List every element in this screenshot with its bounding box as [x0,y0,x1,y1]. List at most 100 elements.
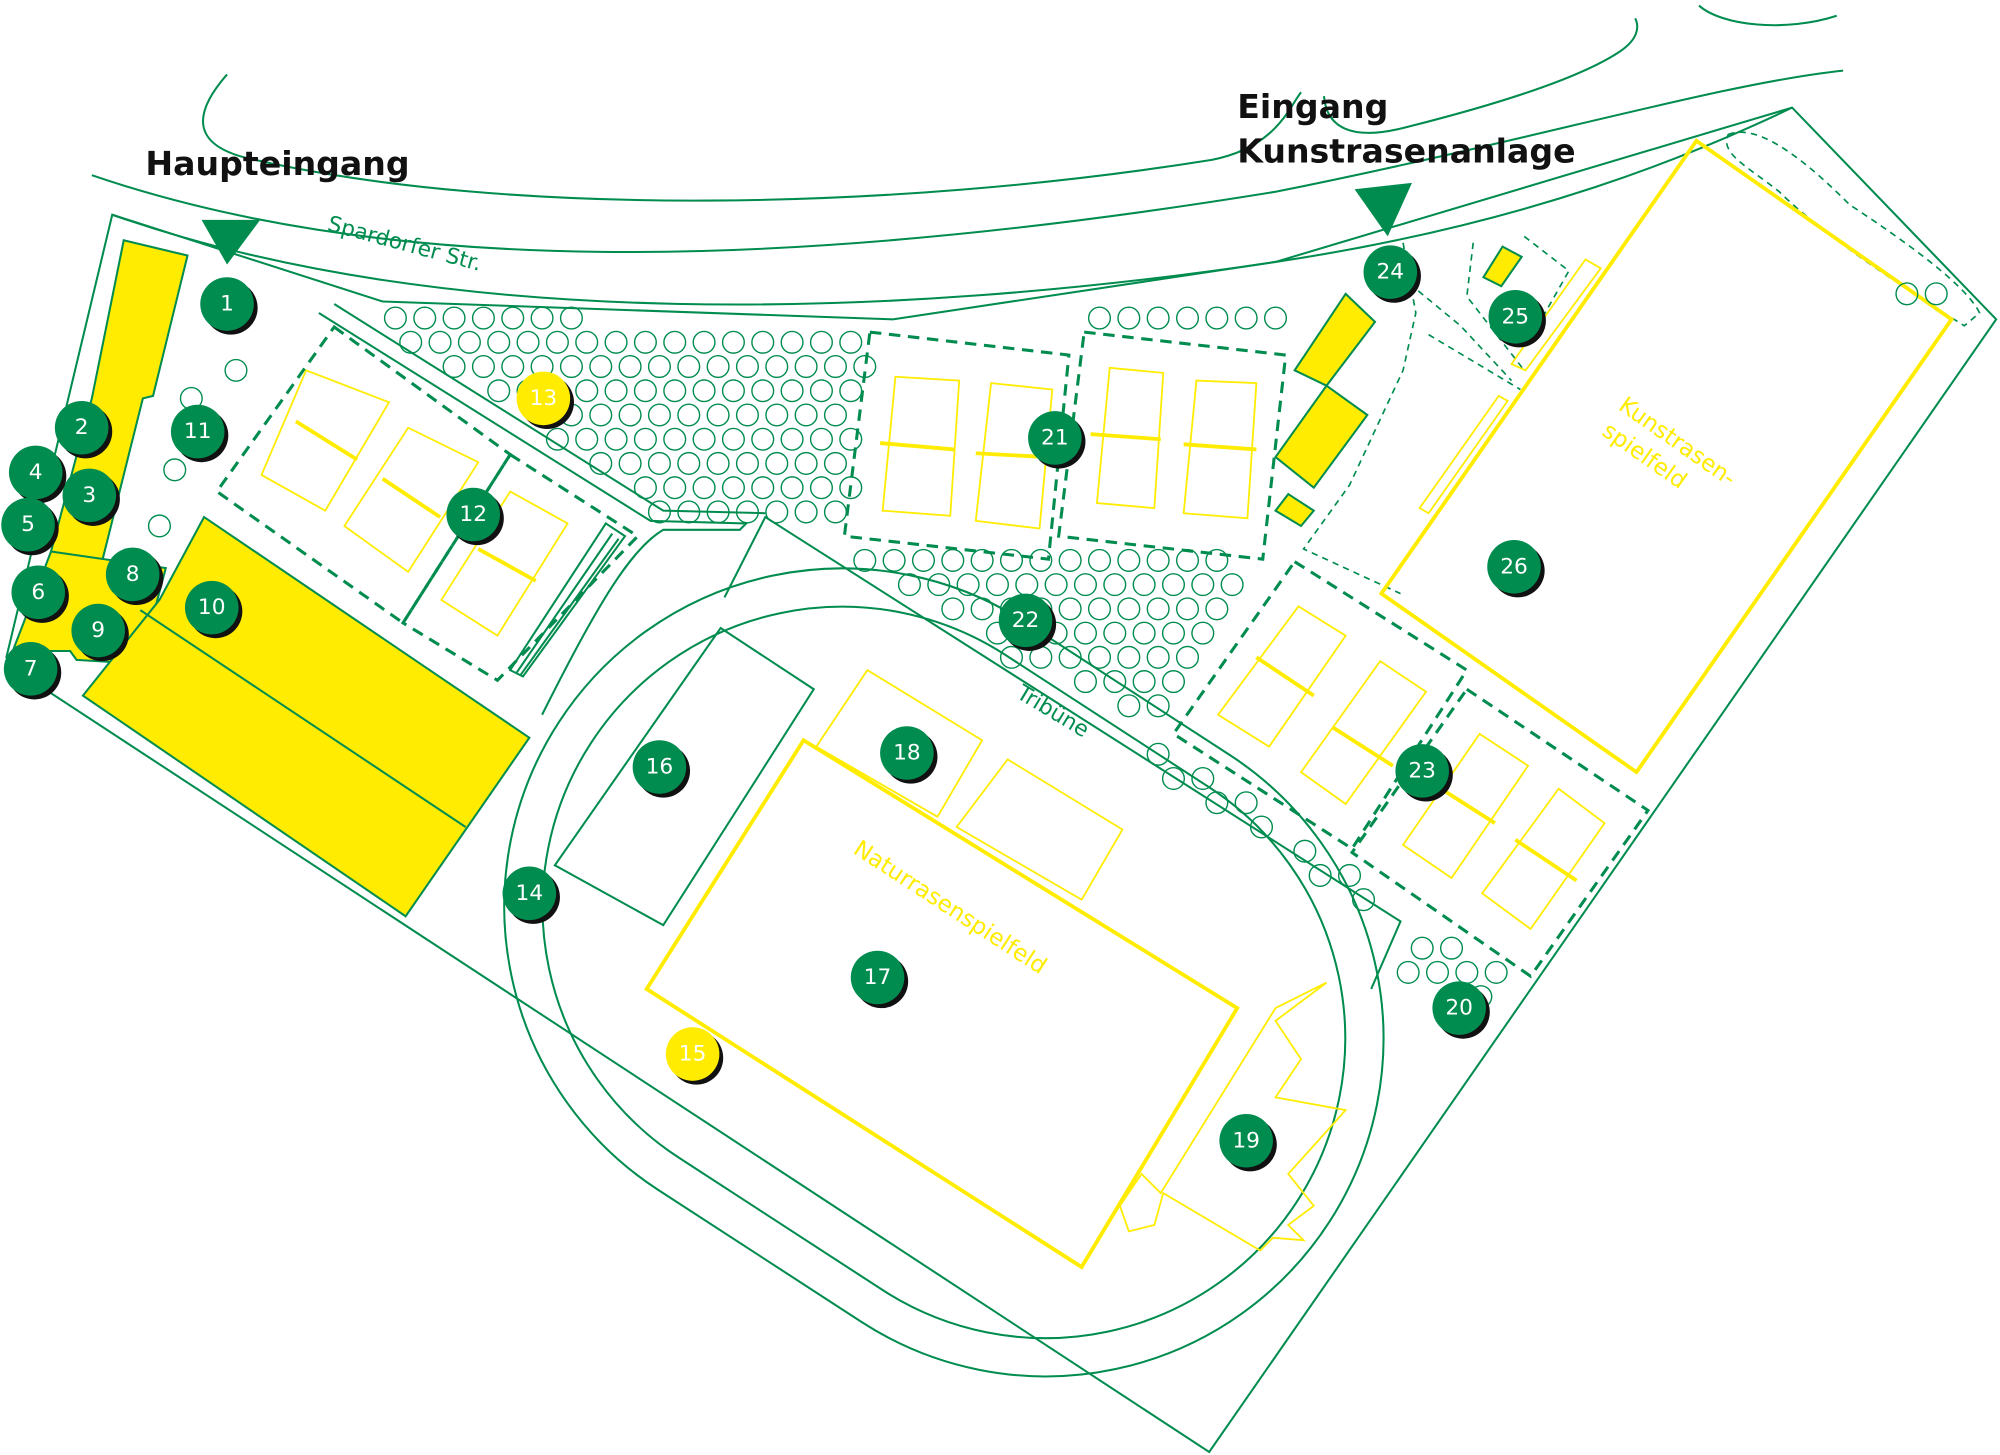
location-marker-13[interactable]: 13 [516,371,574,430]
tree-icon [1351,888,1376,912]
marker-number: 22 [1012,608,1040,633]
location-marker-16[interactable]: 16 [632,740,691,798]
tree-icon [1308,863,1332,888]
location-marker-9[interactable]: 9 [71,603,129,662]
tree-icon [721,427,745,451]
tree-icon [823,354,848,379]
tree-icon [442,306,466,330]
location-marker-17[interactable]: 17 [850,950,909,1009]
tree-icon [1293,839,1317,863]
tree-icon [1132,670,1156,694]
tree-icon [545,427,569,451]
tree-icon [633,330,657,354]
tree-icon [1103,670,1127,694]
marker-circle [8,445,63,500]
tree-icon [663,476,687,500]
location-marker-2[interactable]: 2 [54,400,113,459]
tree-icon [633,476,657,500]
tree-icon [809,476,833,500]
location-marker-23[interactable]: 23 [1395,744,1453,802]
tree-icon [163,458,187,482]
location-marker-10[interactable]: 10 [184,580,243,639]
marker-number: 5 [21,512,35,537]
tree-icon [589,354,613,379]
tree-icon [487,330,511,354]
tree-icon [1087,597,1112,621]
location-marker-24[interactable]: 24 [1363,245,1421,303]
tree-icon [1044,573,1068,597]
marker-circle [1028,411,1082,465]
buildings [11,239,1524,918]
tree-icon [1103,573,1127,597]
location-marker-7[interactable]: 7 [3,642,62,700]
tree-icon [823,451,848,476]
location-marker-12[interactable]: 12 [446,487,504,546]
tree-icon [765,451,789,476]
tree-icon [765,403,789,427]
location-marker-22[interactable]: 22 [998,593,1057,651]
tree-icon [1249,815,1274,839]
location-marker-4[interactable]: 4 [8,445,67,504]
tree-icon [501,354,525,379]
location-marker-20[interactable]: 20 [1432,981,1490,1039]
marker-circle [184,580,239,635]
tree-icon [735,403,759,427]
location-marker-11[interactable]: 11 [170,404,229,463]
marker-number: 23 [1408,758,1436,783]
tree-icon [1161,621,1186,645]
marker-circle [1487,540,1541,594]
tree-icon [706,451,730,476]
marker-number: 21 [1041,425,1069,450]
tree-icon [1191,573,1215,597]
tree-icon [999,645,1024,669]
location-marker-18[interactable]: 18 [880,726,938,784]
marker-number: 4 [29,460,43,485]
location-marker-15[interactable]: 15 [665,1027,724,1085]
location-marker-25[interactable]: 25 [1488,290,1546,348]
tree-icon [1924,282,1948,306]
tree-icon [604,427,628,451]
tree-icon [663,427,687,451]
tree-icon [1205,548,1229,572]
tree-icon [882,548,906,572]
tree-icon [780,379,804,403]
location-marker-1[interactable]: 1 [200,277,258,335]
tree-icon [780,427,804,451]
tree-icon [428,330,452,354]
tree-icon [751,476,775,500]
marker-circle [170,404,225,459]
location-marker-5[interactable]: 5 [1,497,59,556]
marker-number: 17 [864,965,892,990]
tree-icon [1029,548,1053,572]
marker-number: 13 [530,386,558,411]
tree-icon [1175,645,1200,669]
tree-icon [1087,548,1112,572]
location-marker-6[interactable]: 6 [11,565,69,623]
location-marker-21[interactable]: 21 [1028,411,1086,469]
location-marker-3[interactable]: 3 [62,468,120,526]
secondary-entrance-label-line1: Eingang [1237,87,1388,126]
tree-icon [633,427,657,451]
tree-icon [1191,766,1215,791]
tree-icon [1073,573,1098,597]
location-marker-19[interactable]: 19 [1219,1113,1277,1172]
tree-icon [1175,597,1200,621]
marker-circle [1432,981,1486,1035]
tree-icon [794,500,818,524]
tree-icon [735,354,759,379]
location-marker-8[interactable]: 8 [105,547,164,606]
location-marker-26[interactable]: 26 [1487,540,1545,598]
secondary-entrance-label-line2: Kunstrasenanlage [1237,131,1575,170]
tree-icon [1146,597,1170,621]
tree-icon [897,573,921,597]
tree-icon [911,548,936,572]
tree-icon [1117,597,1141,621]
main-entrance-arrow-icon [201,219,261,265]
tree-icon [941,548,965,572]
tree-icon [839,330,863,354]
tree-icon [647,500,671,524]
marker-circle [11,565,66,620]
location-marker-14[interactable]: 14 [502,866,560,924]
tree-icon [706,354,730,379]
